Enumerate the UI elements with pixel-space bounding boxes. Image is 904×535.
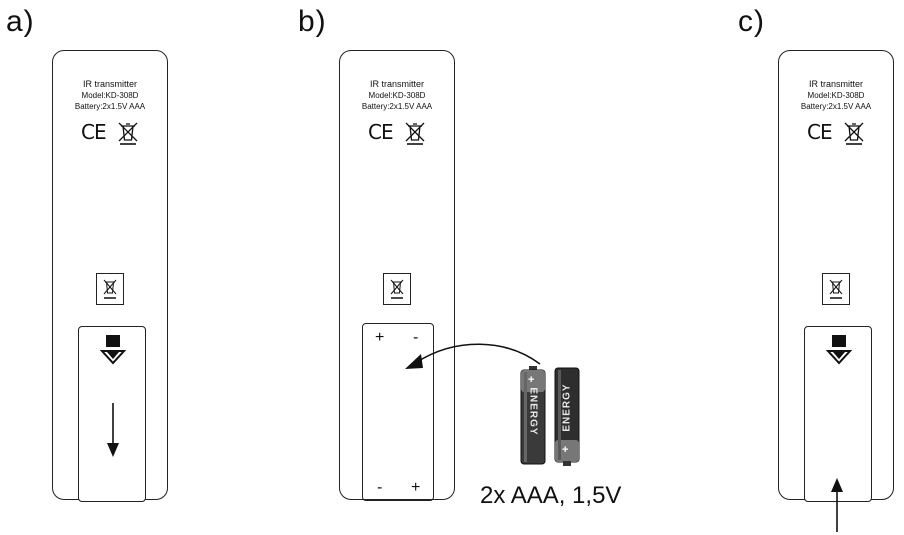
- step-b-label: b): [298, 5, 327, 38]
- battery-compartment-open[interactable]: + - - +: [362, 323, 434, 501]
- spec-title: IR transmitter: [369, 79, 424, 89]
- crossed-out-bin-icon: [844, 122, 864, 145]
- spec-model: Model:KD-308D: [807, 91, 865, 100]
- battery-cover[interactable]: [78, 326, 146, 502]
- spec-block: IR transmitter Model:KD-308D Battery:2x1…: [340, 79, 454, 112]
- battery-body-left: [520, 366, 546, 465]
- step-a-label: a): [6, 5, 35, 38]
- step-c-label: c): [738, 5, 765, 38]
- battery-caption: 2x AAA, 1,5V: [480, 482, 622, 509]
- spec-model: Model:KD-308D: [81, 91, 139, 100]
- spec-block: IR transmitter Model:KD-308D Battery:2x1…: [779, 79, 893, 112]
- certification-marks: CE: [81, 121, 141, 147]
- spec-battery: Battery:2x1.5V AAA: [74, 102, 146, 111]
- crossed-out-bin-icon: [103, 279, 117, 299]
- certification-marks: CE: [807, 121, 867, 147]
- spec-battery: Battery:2x1.5V AAA: [361, 102, 433, 111]
- insert-batteries-arrow-icon: [405, 343, 541, 369]
- slide-tab-icon: [99, 335, 127, 365]
- battery-plus-right: +: [562, 444, 569, 456]
- spec-title: IR transmitter: [808, 79, 863, 89]
- spec-block: IR transmitter Model:KD-308D Battery:2x1…: [53, 79, 167, 112]
- polarity-plus-top: +: [375, 329, 385, 346]
- aaa-battery-left: ENERGY +: [520, 366, 546, 466]
- crossed-out-bin-icon: [390, 279, 404, 299]
- battery-body-right: [554, 367, 580, 466]
- remote-back-c: IR transmitter Model:KD-308D Battery:2x1…: [778, 50, 894, 502]
- spec-title: IR transmitter: [82, 79, 137, 89]
- remote-back-a: IR transmitter Model:KD-308D Battery:2x1…: [52, 50, 168, 502]
- remote-back-b: IR transmitter Model:KD-308D Battery:2x1…: [339, 50, 455, 501]
- certification-marks: CE: [368, 121, 428, 147]
- battery-plus-left: +: [528, 374, 535, 386]
- slide-down-arrow-icon: [107, 403, 119, 457]
- crossed-out-bin-icon: [405, 122, 425, 145]
- ce-mark-icon: CE: [81, 120, 107, 144]
- recycle-label-box: [383, 273, 411, 305]
- polarity-plus-bottom: +: [411, 479, 421, 496]
- recycle-label-box: [822, 273, 850, 305]
- battery-cover[interactable]: [804, 326, 872, 502]
- battery-brand-right: ENERGY: [561, 383, 573, 432]
- polarity-minus-bottom: -: [377, 479, 383, 496]
- slide-up-arrow-icon: [831, 478, 843, 532]
- ce-mark-icon: CE: [368, 120, 394, 144]
- ce-mark-icon: CE: [807, 120, 833, 144]
- crossed-out-bin-icon: [829, 279, 843, 299]
- polarity-minus-top: -: [413, 329, 419, 346]
- aaa-battery-right: ENERGY +: [554, 366, 580, 466]
- recycle-label-box: [96, 273, 124, 305]
- spec-battery: Battery:2x1.5V AAA: [800, 102, 872, 111]
- slide-tab-icon: [825, 335, 853, 365]
- spec-model: Model:KD-308D: [368, 91, 426, 100]
- crossed-out-bin-icon: [118, 122, 138, 145]
